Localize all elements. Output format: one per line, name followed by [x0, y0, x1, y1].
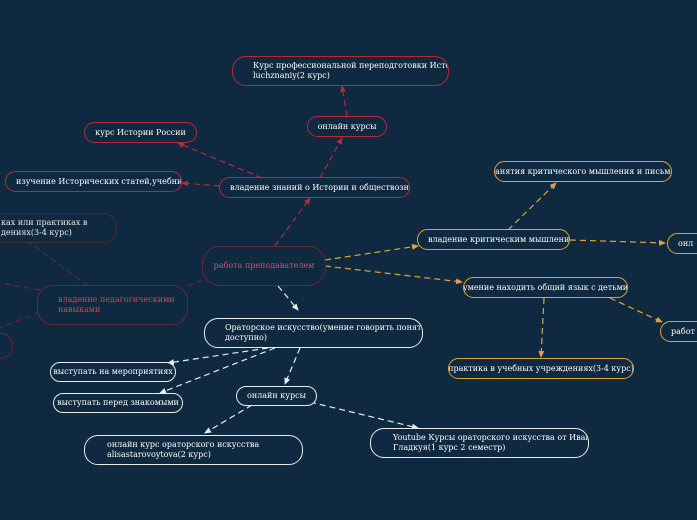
history-label: владение знаний о Истории и обществознан… — [230, 182, 410, 192]
edge-history-articles — [181, 180, 221, 187]
central-label: работа преподавателем — [213, 261, 315, 270]
edge-pedagogy-practice — [29, 242, 89, 287]
critical-classes-node[interactable]: занятия критического мышления и письма — [494, 161, 672, 182]
critical-label: владение критическим мышлением — [428, 234, 570, 244]
common-language-node[interactable]: умение находить общий язык с детьми — [463, 277, 628, 298]
edge-pedagogy-lower — [0, 311, 41, 329]
oratory-online-courses-label: онлайн курсы — [247, 391, 306, 400]
retraining-course-node[interactable]: Курс профессиональной переподготовки Ист… — [232, 56, 449, 86]
edge-online-course-b — [309, 401, 419, 430]
pedagogy-line1: владение педагогическими — [58, 295, 175, 304]
common-language-label: умение находить общий язык с детьми — [463, 282, 628, 292]
edge-critical-right — [569, 239, 666, 246]
history-online-courses-label: онлайн курсы — [317, 121, 377, 131]
edge-common-practice — [538, 297, 545, 358]
acquaintances-node[interactable]: выступать перед знакомыми — [53, 393, 183, 413]
edge-pedagogy-left — [0, 282, 41, 291]
course-b-line1: Youtube Курсы ораторского искусства от И… — [393, 433, 589, 442]
pedagogy-node[interactable]: владение педагогическими навыками — [37, 285, 188, 325]
history-online-courses-node[interactable]: онлайн курсы — [307, 116, 387, 137]
edge-history-russia — [177, 142, 263, 179]
edge-oratory-online — [284, 347, 301, 385]
events-node[interactable]: выступать на мероприятиях — [50, 362, 176, 382]
edge-central-pedagogy — [187, 279, 203, 287]
edge-oratory-events — [167, 347, 269, 366]
edge-online-retraining — [340, 85, 348, 117]
articles-node[interactable]: изучение Исторических статей,учебников — [5, 171, 182, 192]
acquaintances-label: выступать перед знакомыми — [57, 398, 179, 407]
critical-node[interactable]: владение критическим мышлением — [417, 229, 570, 250]
edge-critical-classes — [507, 182, 557, 231]
russia-course-node[interactable]: курс Истории России — [84, 122, 197, 143]
oratory-node[interactable]: Ораторское искусство(умение говорить пон… — [204, 318, 423, 348]
critical-classes-label: занятия критического мышления и письма — [494, 166, 672, 176]
pedagogy-practice-line1: ках или практиках в — [1, 218, 88, 227]
pedagogy-practice-line2: дениях(3-4 курс) — [1, 228, 72, 237]
common-right-node[interactable]: работ — [660, 321, 697, 342]
central-node[interactable]: работа преподавателем — [202, 246, 326, 286]
school-practice-label: практика в учебных учреждениях(3-4 курс) — [448, 363, 634, 373]
pedagogy-practice-node[interactable]: ках или практиках в дениях(3-4 курс) — [0, 213, 117, 243]
articles-label: изучение Исторических статей,учебников — [16, 176, 182, 186]
oratory-line1: Ораторское искусство(умение говорить пон… — [225, 323, 423, 332]
school-practice-node[interactable]: практика в учебных учреждениях(3-4 курс) — [448, 358, 634, 379]
common-right-label: работ — [671, 326, 695, 336]
critical-right-node[interactable]: онл — [667, 233, 697, 254]
retraining-course-line1: Курс профессиональной переподготовки Ист… — [253, 61, 449, 70]
course-a-line2: alisastarovoytova(2 курс) — [107, 450, 211, 459]
edge-central-oratory — [277, 285, 299, 311]
history-node[interactable]: владение знаний о Истории и обществознан… — [219, 177, 410, 198]
edge-central-common — [324, 265, 463, 285]
critical-right-label: онл — [678, 238, 694, 248]
pedagogy-line2: навыками — [58, 305, 101, 314]
course-a-node[interactable]: онлайн курс ораторского искусства alisas… — [84, 435, 303, 465]
oratory-online-courses-node[interactable]: онлайн курсы — [236, 386, 317, 406]
course-b-line2: Гладкуя(1 курс 2 семестр) — [393, 443, 506, 452]
oratory-line2: доступно) — [225, 333, 267, 342]
events-label: выступать на мероприятиях — [53, 367, 173, 376]
course-a-line1: онлайн курс ораторского искусства — [107, 440, 260, 449]
edge-central-history — [274, 197, 311, 247]
course-b-node[interactable]: Youtube Курсы ораторского искусства от И… — [370, 428, 589, 458]
edge-oratory-acquaintances — [159, 347, 276, 394]
edge-history-online — [319, 137, 343, 179]
edge-central-critical — [324, 243, 419, 261]
edge-online-course-a — [204, 404, 253, 434]
retraining-course-line2: luchznaniy(2 курс) — [253, 71, 330, 80]
russia-course-label: курс Истории России — [95, 127, 186, 137]
edge-common-right — [609, 297, 663, 323]
